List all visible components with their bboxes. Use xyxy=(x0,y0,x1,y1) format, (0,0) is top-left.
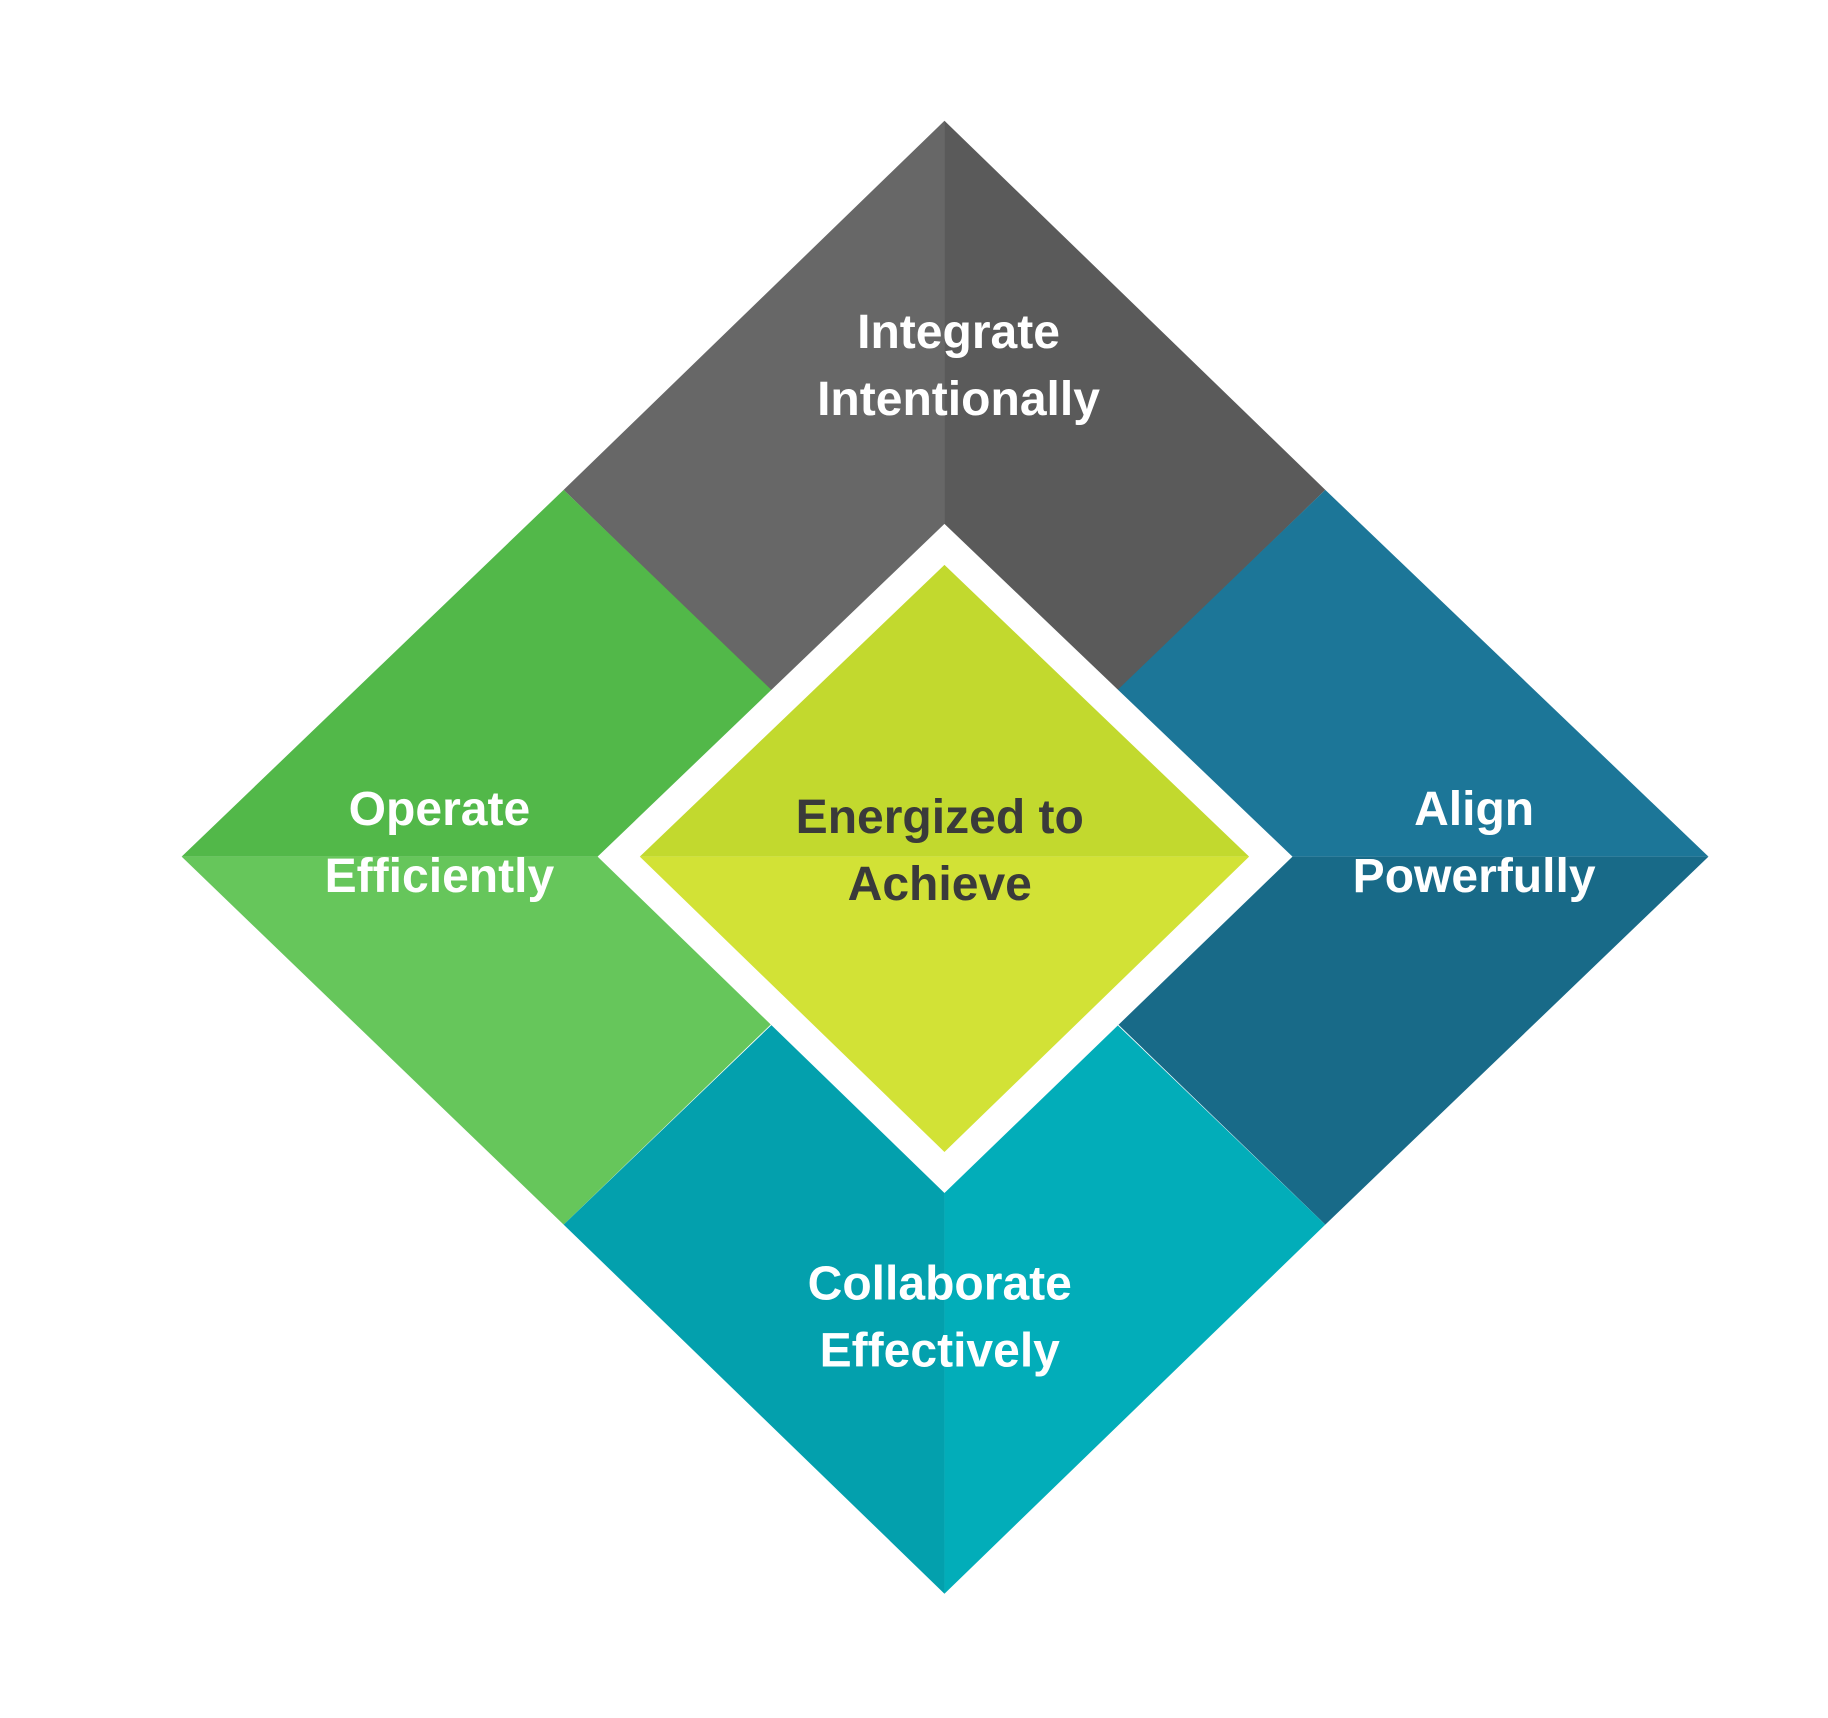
label-collaborate-line2: Effectively xyxy=(820,1324,1061,1377)
center-label-line2: Achieve xyxy=(848,858,1032,911)
center-top-half xyxy=(639,564,1250,857)
center-bottom-half xyxy=(639,856,1250,1152)
label-collaborate-line1: Collaborate xyxy=(808,1258,1072,1311)
label-integrate-line2: Intentionally xyxy=(817,373,1100,426)
label-operate-line2: Efficiently xyxy=(325,850,555,903)
center-diamond xyxy=(639,564,1250,1152)
label-operate-line1: Operate xyxy=(349,783,531,836)
label-integrate-line1: Integrate xyxy=(857,306,1060,359)
label-align-line1: Align xyxy=(1414,783,1534,836)
label-align-line2: Powerfully xyxy=(1353,850,1596,903)
center-label-line1: Energized to xyxy=(796,791,1084,844)
